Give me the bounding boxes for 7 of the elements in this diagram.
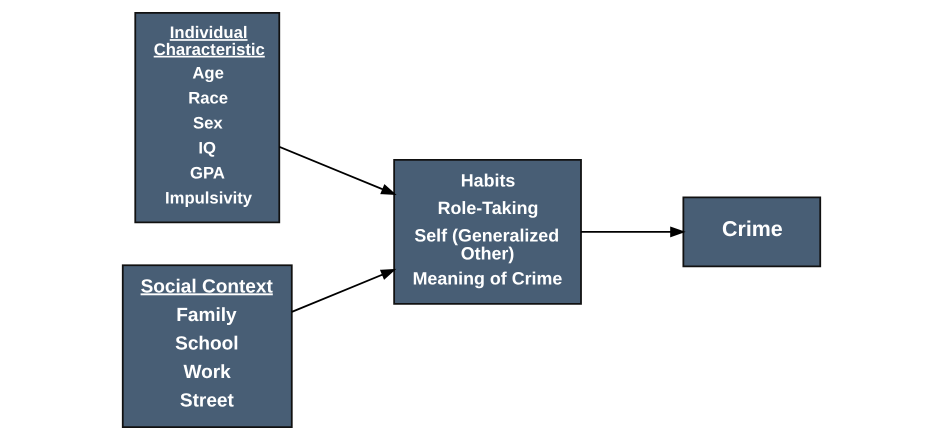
node-box: Crime	[682, 196, 822, 268]
arrow	[278, 146, 397, 195]
arrow	[292, 268, 396, 313]
node-box: Individual Characteristic Age Race Sex IQ GPA Impulsivity	[134, 12, 280, 224]
arrow	[581, 226, 686, 238]
node-box: Habits Role-Taking Self (Generalized Other) Meaning of Crime	[393, 159, 582, 305]
node-box: Social Context Family School Work Street	[122, 264, 293, 428]
